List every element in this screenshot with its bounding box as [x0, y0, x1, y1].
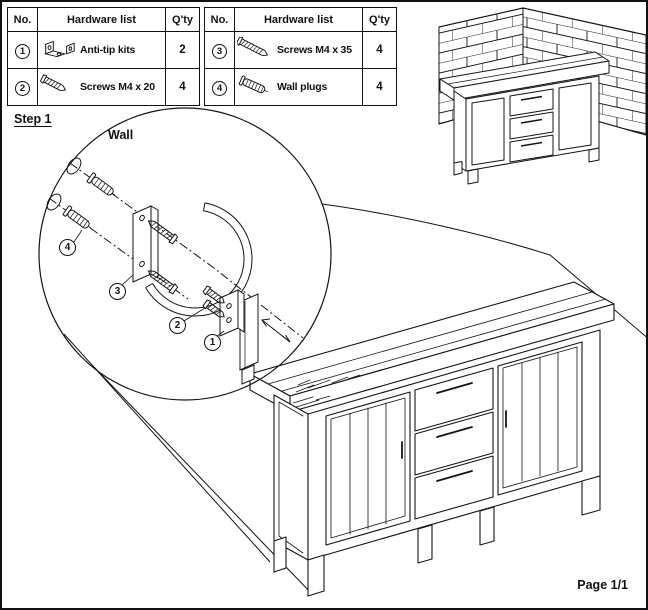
part-number-badge: 1	[15, 44, 30, 59]
column-header-no: No.	[204, 7, 235, 32]
column-header-no: No.	[7, 7, 38, 32]
wall-hole	[66, 157, 82, 175]
callout-leaders	[73, 229, 225, 338]
wall-plug	[62, 205, 95, 234]
part-name: Screws M4 x 35	[277, 44, 352, 56]
hardware-row: 3 Screws M4 x 35	[204, 31, 397, 69]
part-name: Anti-tip kits	[80, 44, 136, 56]
drawer-top	[414, 367, 494, 432]
callout-screw-m4x20: 2	[169, 317, 186, 334]
callout-screw-m4x35: 3	[109, 283, 126, 300]
hardware-table-left: No. Hardware list Q'ty 1	[7, 7, 200, 106]
detail-circle	[38, 107, 332, 401]
column-header-name: Hardware list	[37, 7, 166, 32]
part-qty: 2	[165, 31, 200, 69]
wall-plug	[86, 172, 119, 201]
screw-icon	[237, 37, 269, 57]
corner-room-scene	[438, 7, 646, 185]
drawer-middle	[414, 411, 494, 476]
screw-icon	[40, 74, 67, 92]
part-name: Wall plugs	[277, 81, 328, 93]
hardware-row: 2 Screws M4 x 20	[7, 68, 200, 106]
anti-tip-strap	[145, 202, 253, 317]
part-number-badge: 4	[212, 81, 227, 96]
callout-anti-tip-bracket: 1	[204, 334, 221, 351]
wall-plug-icon	[238, 75, 268, 94]
column-header-qty: Q'ty	[362, 7, 397, 32]
part-number-badge: 3	[212, 44, 227, 59]
alignment-arrow	[261, 318, 291, 343]
drawer-bottom	[414, 455, 494, 520]
furniture-bracket	[219, 289, 245, 337]
part-name: Screws M4 x 20	[80, 81, 155, 93]
wall-hole	[46, 193, 62, 211]
part-qty: 4	[165, 68, 200, 106]
column-header-qty: Q'ty	[165, 7, 200, 32]
wall-label: Wall	[108, 128, 134, 142]
part-number-badge: 2	[15, 81, 30, 96]
sideboard-illustration	[249, 281, 615, 597]
anti-tip-kit-icon	[44, 40, 75, 58]
hardware-row: 4 Wall plugs	[204, 68, 397, 106]
part-qty: 4	[362, 31, 397, 69]
hardware-tables: No. Hardware list Q'ty 1	[7, 7, 397, 106]
wall-mount-detail	[38, 107, 332, 401]
column-header-name: Hardware list	[234, 7, 363, 32]
wood-grain	[292, 374, 361, 409]
screw-m4x35-illustration	[145, 266, 179, 295]
callout-wall-plug: 4	[59, 239, 76, 256]
step-label: Step 1	[14, 112, 52, 126]
page-number: Page 1/1	[577, 578, 628, 592]
hardware-row: 1 Anti-tip kits	[7, 31, 200, 69]
wall-bracket	[132, 205, 159, 283]
hardware-table-right: No. Hardware list Q'ty 3	[204, 7, 397, 106]
sideboard-thumbnail	[439, 51, 610, 185]
part-qty: 4	[362, 68, 397, 106]
